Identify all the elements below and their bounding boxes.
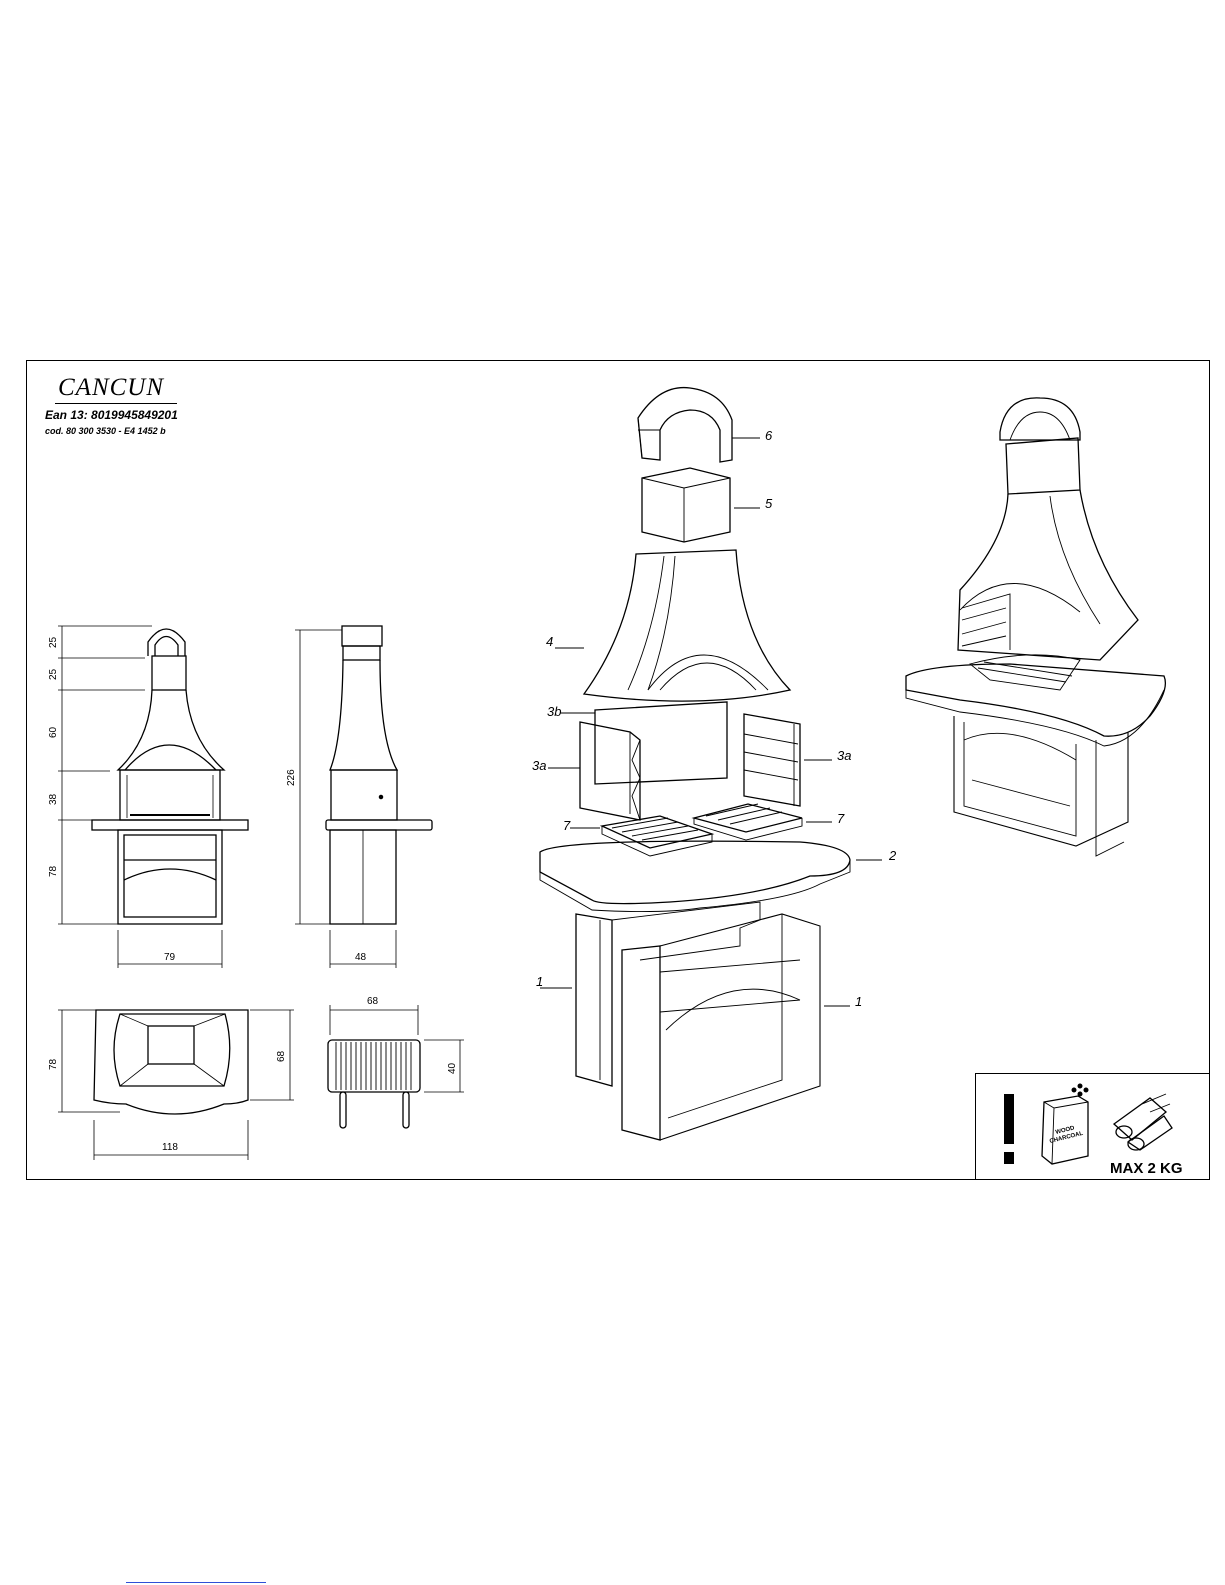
part-label-3a-left: 3a: [532, 758, 546, 773]
dim-front-h3: 60: [48, 726, 59, 738]
exploded-view: [540, 388, 882, 1140]
dim-front-h4: 38: [48, 793, 59, 805]
part-label-1-right: 1: [855, 994, 862, 1009]
part-label-6: 6: [765, 428, 773, 443]
dim-top-depth-inner: 68: [276, 1050, 287, 1062]
footer-link-line: [126, 1582, 266, 1583]
dim-front-h5: 78: [48, 865, 59, 877]
dim-front-h1: 25: [48, 636, 59, 648]
dim-front-width: 79: [164, 952, 176, 963]
part-label-7-left: 7: [563, 818, 571, 833]
dim-side-height: 226: [286, 769, 297, 786]
assembled-view: [906, 398, 1165, 856]
dim-front-h2: 25: [48, 668, 59, 680]
part-label-4: 4: [546, 634, 553, 649]
grill-view: [328, 1005, 464, 1128]
top-plan-view: [58, 1010, 294, 1160]
front-elevation-view: [58, 626, 248, 968]
part-label-2: 2: [888, 848, 897, 863]
dim-top-depth: 78: [48, 1058, 59, 1070]
dim-grill-width: 68: [367, 996, 379, 1007]
max-load-text: MAX 2 KG: [1110, 1160, 1183, 1177]
part-label-3a-right: 3a: [837, 748, 851, 763]
dim-top-width: 118: [162, 1142, 178, 1153]
side-elevation-view: [295, 626, 432, 968]
dim-grill-height: 40: [447, 1062, 458, 1074]
dim-side-width: 48: [355, 952, 367, 963]
part-label-5: 5: [765, 496, 773, 511]
part-label-3b: 3b: [547, 704, 561, 719]
part-label-7-right: 7: [837, 811, 845, 826]
part-label-1-left: 1: [536, 974, 543, 989]
